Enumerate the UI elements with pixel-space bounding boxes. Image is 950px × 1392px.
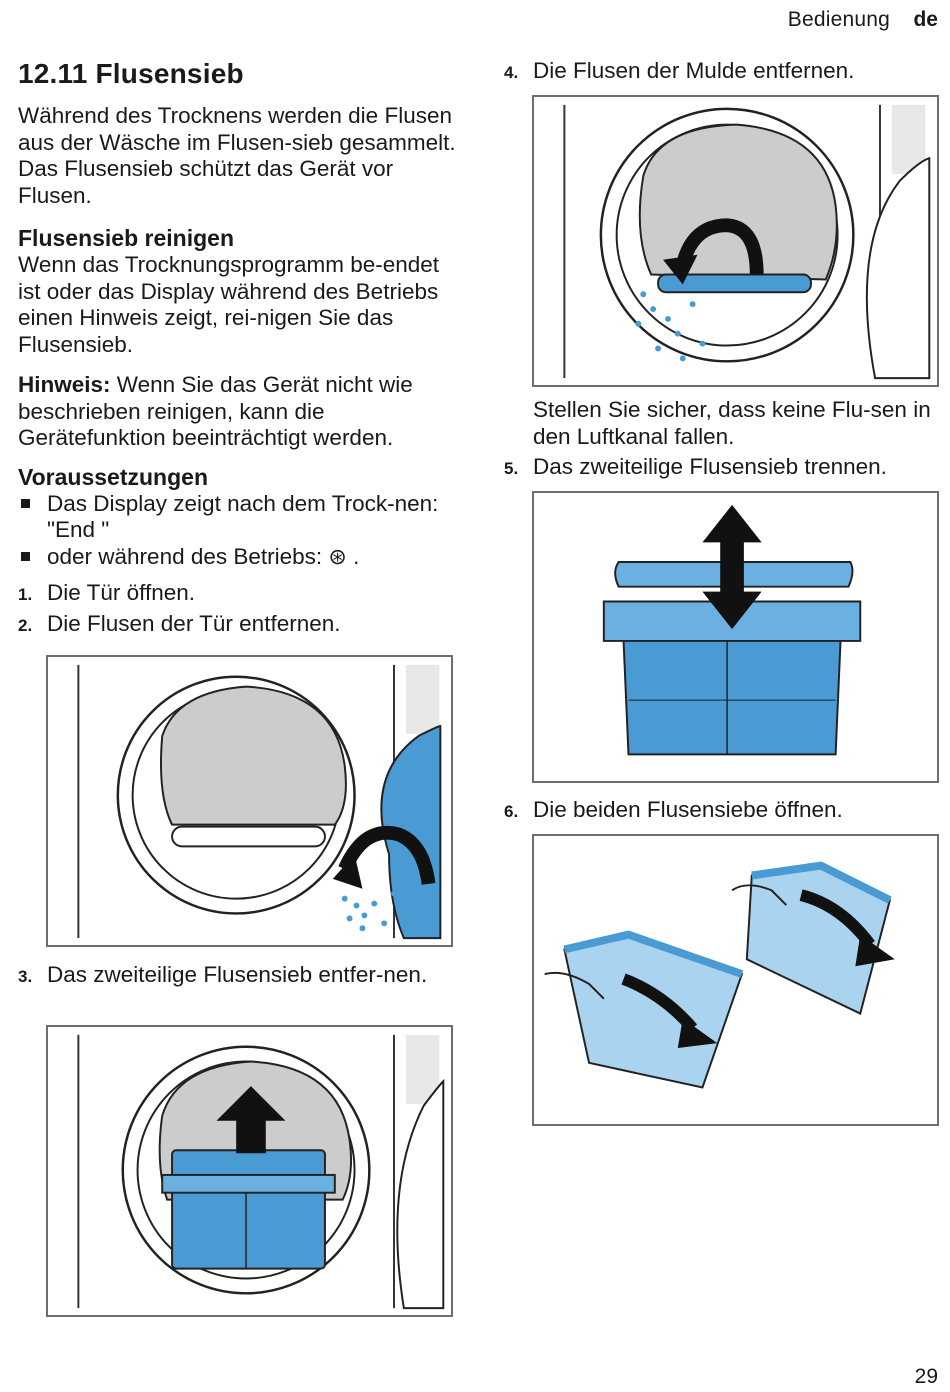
step-number: 6. [504, 802, 519, 821]
step-number: 4. [504, 63, 519, 82]
figure-recess-lint [532, 95, 939, 387]
note-text: Stellen Sie sicher, dass keine Flu-sen i… [533, 397, 931, 449]
separate-filter-illustration [602, 504, 862, 756]
step-number: 5. [504, 459, 519, 478]
header-language: de [913, 8, 938, 31]
step-4-note: Stellen Sie sicher, dass keine Flu-sen i… [533, 397, 943, 450]
requirements-list: Das Display zeigt nach dem Trock-nen: "E… [18, 491, 456, 571]
step-number: 2. [18, 615, 33, 635]
step-4: 4. Die Flusen der Mulde entfernen. [504, 58, 944, 85]
figure-remove-filter [46, 1025, 453, 1317]
step-2: 2. Die Flusen der Tür entfernen. [18, 611, 456, 638]
intro-paragraph: Während des Trocknens werden die Flusen … [18, 103, 456, 208]
step-6: 6. Die beiden Flusensiebe öffnen. [504, 797, 944, 824]
section-title: 12.11 Flusensieb [18, 58, 244, 89]
step-1: 1. Die Tür öffnen. [18, 580, 456, 607]
step-text: Die Flusen der Tür entfernen. [47, 610, 341, 636]
step-number: 1. [18, 585, 33, 604]
lint-filter-symbol-icon: ⊛ [328, 543, 347, 569]
clean-paragraph: Wenn das Trocknungsprogramm be-endet ist… [18, 252, 440, 357]
list-item: oder während des Betriebs: ⊛ . [18, 544, 456, 571]
left-column: 12.11 Flusensieb Während des Trocknens w… [18, 58, 456, 637]
step-text: Die beiden Flusensiebe öffnen. [533, 797, 843, 822]
recess-lint-illustration [563, 104, 931, 380]
note-paragraph: Hinweis: Wenn Sie das Gerät nicht wie be… [18, 372, 456, 452]
step-text: Die Flusen der Mulde entfernen. [533, 58, 855, 83]
door-lint-illustration [77, 664, 442, 940]
clean-heading: Flusensieb reinigen [18, 225, 234, 251]
bullet-text: Das Display zeigt nach dem Trock-nen: "E… [47, 490, 439, 543]
step-text: Das zweiteilige Flusensieb entfer-nen. [47, 962, 428, 987]
step-text: Die Tür öffnen. [47, 580, 196, 605]
page-number: 29 [914, 1365, 938, 1388]
step-text: Das zweiteilige Flusensieb trennen. [533, 454, 887, 479]
step-3: 3. Das zweiteilige Flusensieb entfer-nen… [18, 962, 456, 989]
figure-separate-filter [532, 491, 939, 783]
bullet-end: . [346, 543, 360, 569]
step-5: 5. Das zweiteilige Flusensieb trennen. [504, 454, 944, 481]
note-text: Wenn Sie das Gerät nicht wie beschrieben… [18, 372, 413, 450]
open-filters-illustration [544, 861, 895, 1089]
header-section: Bedienung [787, 8, 890, 31]
figure-door-lint [46, 655, 453, 947]
remove-filter-illustration [77, 1034, 445, 1310]
note-label: Hinweis: [18, 372, 111, 397]
figure-open-filters [532, 834, 939, 1126]
step-number: 3. [18, 967, 33, 986]
requirements-heading: Voraussetzungen [18, 463, 208, 490]
bullet-text: oder während des Betriebs: [47, 543, 329, 569]
list-item: Das Display zeigt nach dem Trock-nen: "E… [18, 491, 456, 544]
